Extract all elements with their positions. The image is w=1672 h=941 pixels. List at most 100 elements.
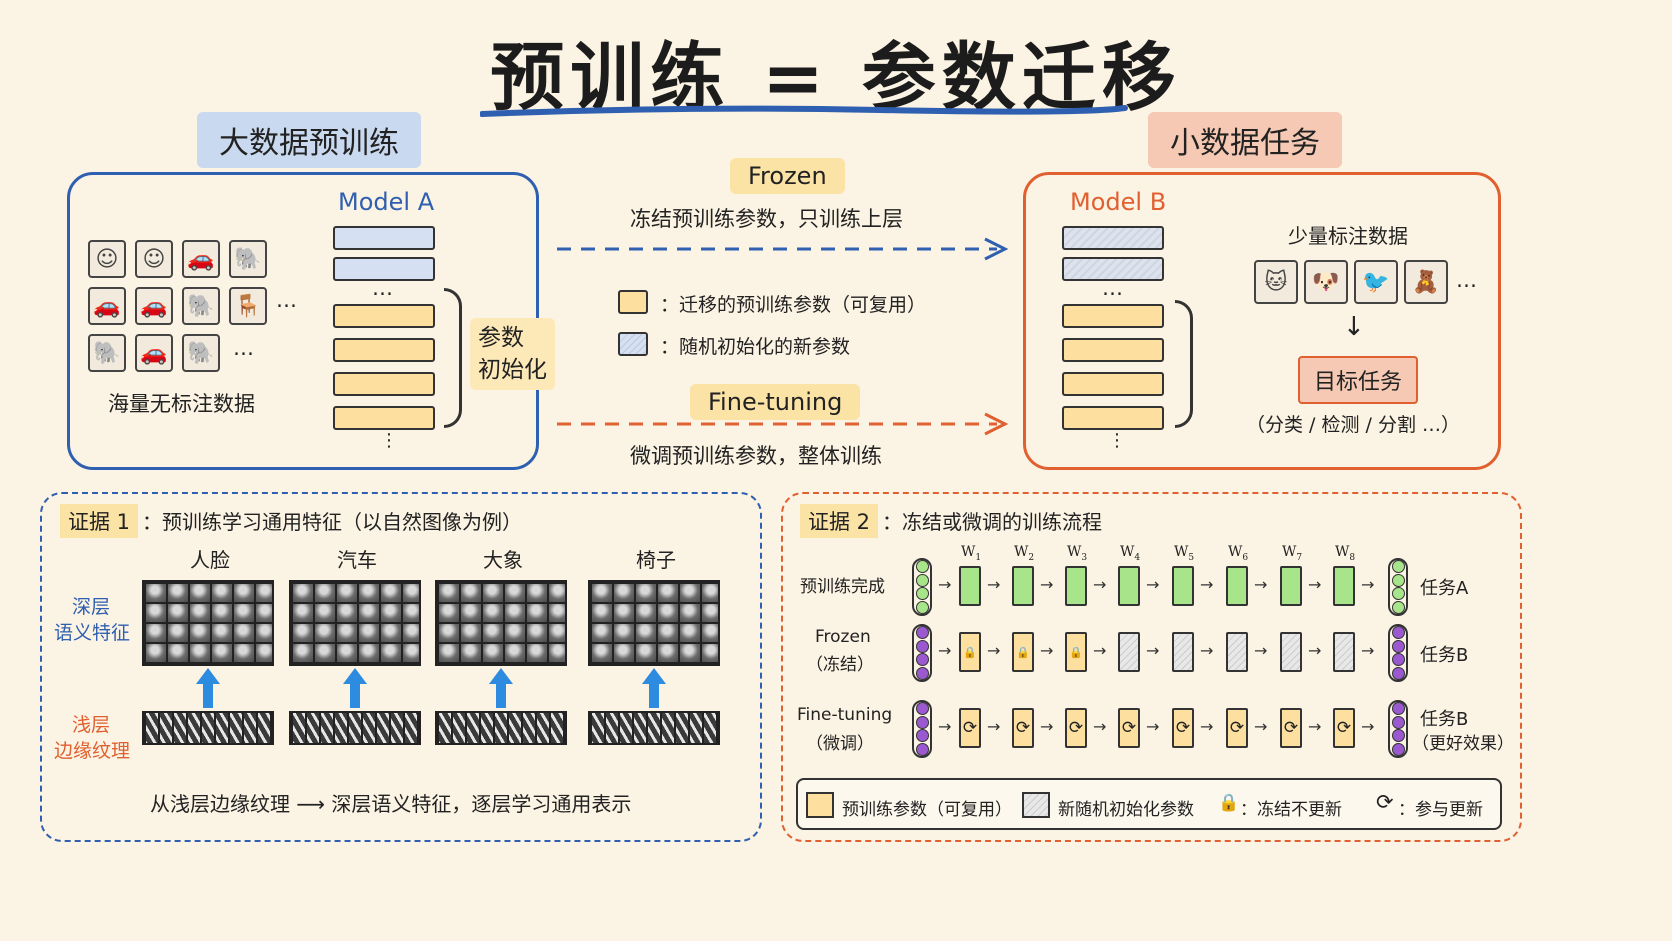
flow-arrow-icon: → <box>1040 641 1054 660</box>
weight-index: 6 <box>1242 552 1249 563</box>
weight-letter: W <box>1120 544 1135 560</box>
weight-letter: W <box>1067 544 1082 560</box>
new-weight <box>1172 632 1194 672</box>
model-a-layer-pretrained <box>333 338 435 362</box>
weight-label: W4 <box>1120 544 1140 563</box>
car-icon: 🚗 <box>182 240 220 278</box>
updated-weight: ⟳ <box>1280 708 1302 748</box>
title-underline <box>480 105 1128 117</box>
new-weight <box>1118 632 1140 672</box>
neuron-column <box>1388 558 1408 616</box>
evidence1-panel <box>40 492 762 842</box>
weight-index: 1 <box>975 552 982 563</box>
ellipsis: … <box>1102 276 1123 300</box>
model-a-layer-new <box>333 257 435 281</box>
neuron-column <box>912 558 932 616</box>
neuron-node <box>915 600 929 614</box>
row3-task-2: （更好效果） <box>1412 734 1514 754</box>
cat-icon: 🐱 <box>1254 260 1298 304</box>
flow-arrow-icon: → <box>1040 575 1054 594</box>
evidence2-panel <box>781 492 1522 842</box>
evidence2-tag: 证据 2 <box>800 504 879 538</box>
model-a-label: Model A <box>338 188 435 216</box>
model-a-brace <box>444 288 462 428</box>
up-arrow-icon <box>489 668 513 708</box>
bear-icon: 🧸 <box>1404 260 1448 304</box>
flow-arrow-icon: → <box>987 717 1001 736</box>
neuron-column <box>912 700 932 758</box>
row2-task: 任务B <box>1420 645 1469 666</box>
evidence1-title: ：预训练学习通用特征（以自然图像为例） <box>142 510 522 534</box>
model-b-label: Model B <box>1070 188 1167 216</box>
weight-letter: W <box>1174 544 1189 560</box>
target-task-box: 目标任务 <box>1298 356 1419 404</box>
deep-label-2: 语义特征 <box>54 622 131 644</box>
model-b-brace <box>1175 300 1193 428</box>
neuron-node <box>915 626 929 640</box>
deep-feature-map <box>435 580 567 666</box>
bird-icon: 🐦 <box>1354 260 1398 304</box>
updated-weight: ⟳ <box>1172 708 1194 748</box>
labeled-data-caption: 少量标注数据 <box>1288 224 1408 248</box>
row1-task: 任务A <box>1420 578 1469 599</box>
weight-label: W3 <box>1067 544 1087 563</box>
flow-arrow-icon: → <box>938 717 952 736</box>
new-weight <box>1226 632 1248 672</box>
pretrained-weight <box>959 566 981 606</box>
model-b-layer-new <box>1062 257 1164 281</box>
model-b-layer-pretrained <box>1062 338 1164 362</box>
updated-weight: ⟳ <box>1118 708 1140 748</box>
unlabeled-data-caption: 海量无标注数据 <box>108 392 255 416</box>
neuron-node <box>1391 587 1405 601</box>
flow-arrow-icon: → <box>987 575 1001 594</box>
legend-new-text: 新随机初始化参数 <box>1058 800 1194 820</box>
ellipsis: … <box>372 276 393 300</box>
flow-arrow-icon: → <box>1254 641 1268 660</box>
elephant-icon: 🐘 <box>182 287 220 325</box>
frozen-weight: 🔒 <box>959 632 981 672</box>
dog-icon: 🐶 <box>1304 260 1348 304</box>
ellipsis: … <box>276 288 297 312</box>
deep-feature-map <box>588 580 720 666</box>
feature-column-label: 汽车 <box>337 548 377 572</box>
pretrained-weight <box>1280 566 1302 606</box>
param-init-line2: 初始化 <box>478 357 547 383</box>
neuron-node <box>1391 560 1405 574</box>
neuron-node <box>915 653 929 667</box>
model-a-layer-pretrained <box>333 304 435 328</box>
flow-arrow-icon: → <box>1200 641 1214 660</box>
legend-sync-text: ：参与更新 <box>1398 800 1483 820</box>
elephant-icon: 🐘 <box>229 240 267 278</box>
feature-column-label: 大象 <box>483 548 523 572</box>
weight-letter: W <box>961 544 976 560</box>
neuron-node <box>1391 742 1405 756</box>
pretrained-weight <box>1172 566 1194 606</box>
row3-label-1: Fine-tuning <box>797 705 893 725</box>
flow-legend <box>796 778 1502 830</box>
weight-index: 8 <box>1349 552 1356 563</box>
finetune-arrow <box>557 412 1009 436</box>
car-icon: 🚗 <box>135 334 173 372</box>
legend-yellow-text: ：迁移的预训练参数（可复用） <box>660 294 927 316</box>
weight-letter: W <box>1228 544 1243 560</box>
weight-label: W6 <box>1228 544 1248 563</box>
neuron-node <box>915 666 929 680</box>
neuron-node <box>915 729 929 743</box>
deep-feature-map <box>289 580 421 666</box>
neuron-node <box>1391 600 1405 614</box>
updated-weight: ⟳ <box>1333 708 1355 748</box>
flow-arrow-icon: → <box>1093 575 1107 594</box>
neuron-node <box>1391 666 1405 680</box>
weight-label: W8 <box>1335 544 1355 563</box>
sync-icon: ⟳ <box>1376 790 1394 814</box>
flow-arrow-icon: → <box>1146 717 1160 736</box>
weight-index: 3 <box>1081 552 1088 563</box>
model-b-layer-pretrained <box>1062 372 1164 396</box>
vertical-ellipsis: ⋮ <box>380 430 398 451</box>
left-header: 大数据预训练 <box>197 112 421 168</box>
neuron-column <box>1388 624 1408 682</box>
neuron-node <box>915 715 929 729</box>
finetune-desc: 微调预训练参数，整体训练 <box>630 444 882 468</box>
updated-weight: ⟳ <box>1065 708 1087 748</box>
neuron-node <box>915 573 929 587</box>
